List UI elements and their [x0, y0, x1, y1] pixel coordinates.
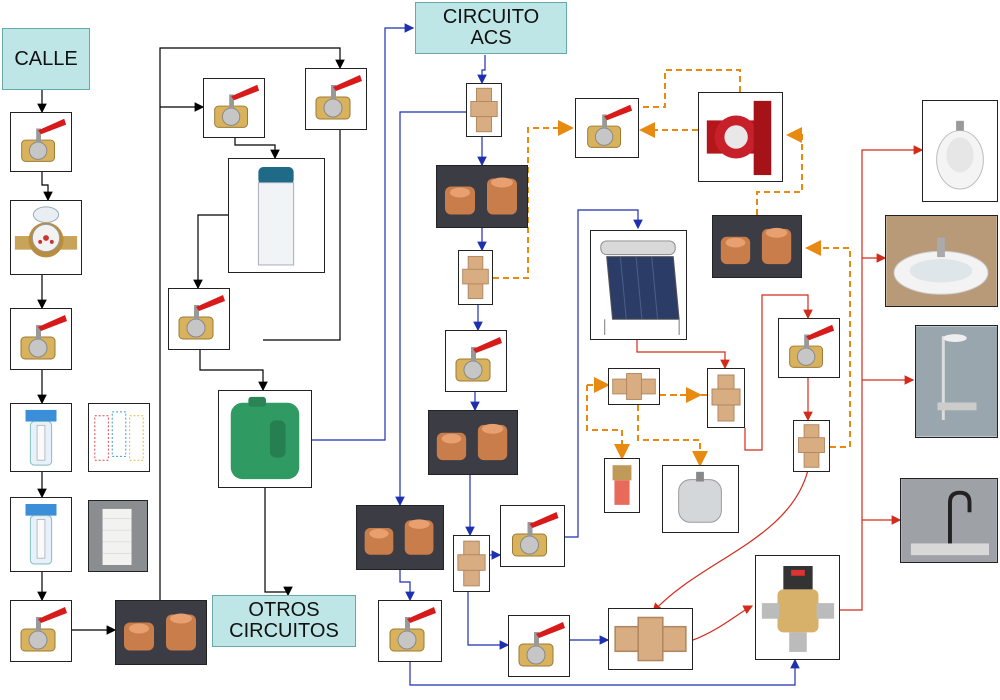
check-valve-icon — [428, 410, 518, 475]
check-valve-icon — [356, 505, 444, 570]
storage-tank-icon — [218, 390, 312, 488]
check-valve-icon — [712, 215, 802, 278]
water-meter-icon — [10, 200, 82, 275]
bidet-icon — [922, 100, 998, 202]
otros-circuitos-label: OTROS CIRCUITOS — [212, 595, 356, 647]
calle-label: CALLE — [2, 28, 90, 90]
circuito-acs-label: CIRCUITO ACS — [415, 2, 567, 54]
valve-icon — [10, 112, 72, 172]
tee-fitting-icon — [458, 250, 493, 305]
valve-icon — [10, 600, 72, 662]
expansion-lines — [493, 69, 851, 467]
hot-water-lines — [312, 23, 800, 686]
solar-collector-icon — [590, 230, 687, 340]
thermostatic-mixer-icon — [755, 555, 840, 660]
tee-fitting-icon — [707, 368, 745, 428]
return-lines — [636, 145, 924, 641]
tee-fitting-icon — [793, 420, 830, 472]
water-softener-icon — [228, 158, 325, 273]
shower-icon — [915, 325, 998, 438]
valve-icon — [500, 505, 565, 567]
check-valve-icon — [436, 165, 528, 228]
expansion-vessel-icon — [662, 465, 739, 533]
valve-icon — [508, 615, 570, 677]
safety-valve-icon — [604, 458, 640, 513]
valve-icon — [168, 288, 230, 350]
check-valve-icon — [115, 600, 207, 665]
valve-icon — [778, 318, 840, 378]
filter-cartridges-icon — [88, 403, 150, 472]
tee-fitting-icon — [608, 368, 660, 405]
valve-icon — [305, 68, 367, 130]
circulation-pump-icon — [698, 92, 783, 182]
cold-water-lines — [37, 47, 345, 635]
washbasin-icon — [885, 215, 998, 307]
valve-icon — [445, 330, 507, 392]
kitchen-faucet-icon — [900, 478, 998, 563]
tee-fitting-icon — [608, 608, 693, 670]
valve-icon — [575, 98, 639, 158]
tee-fitting-icon — [466, 83, 502, 137]
sediment-filter-icon — [10, 497, 72, 572]
tee-fitting-icon — [453, 535, 490, 592]
filter-icon — [10, 403, 72, 472]
valve-icon — [378, 600, 442, 662]
valve-icon — [10, 308, 72, 370]
valve-icon — [203, 78, 265, 138]
filter-element-icon — [88, 500, 148, 572]
